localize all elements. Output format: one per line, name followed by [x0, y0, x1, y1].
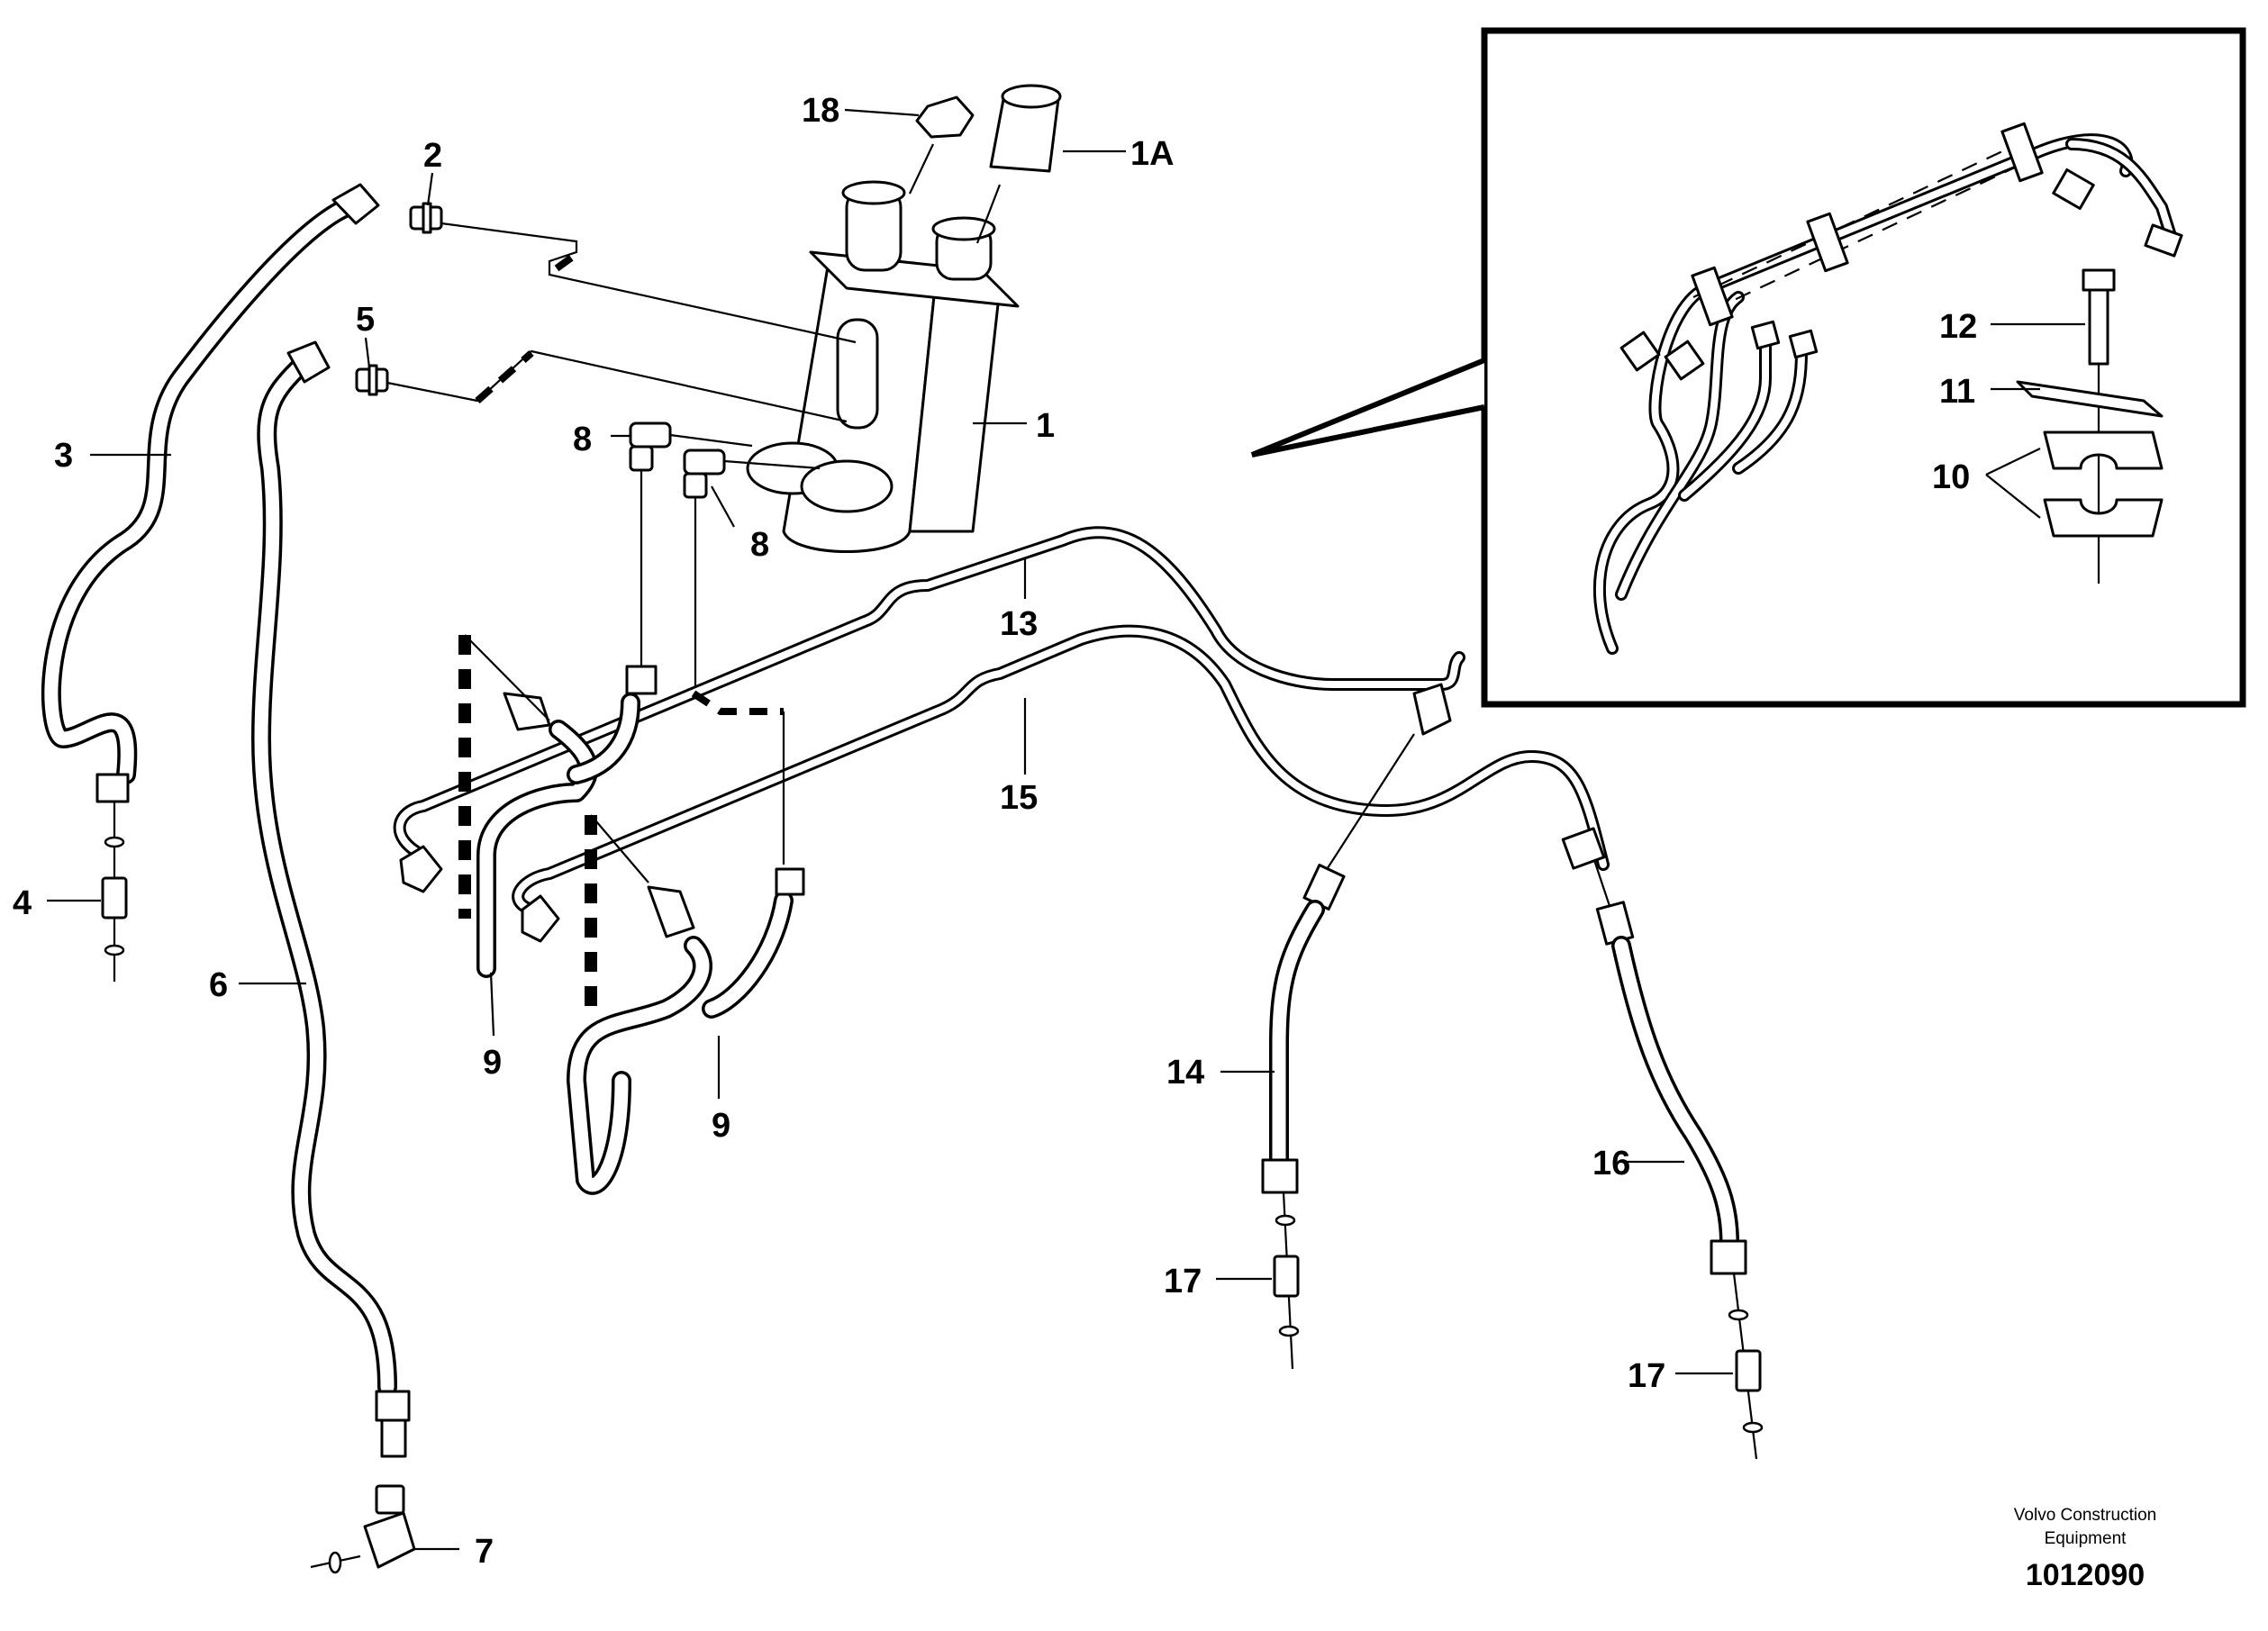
hose-9-left: [476, 665, 658, 978]
dashed-links-upper: [386, 222, 857, 423]
elbow-fitting-7: [310, 1484, 416, 1574]
credit-line-1: Volvo Construction: [2014, 1506, 2156, 1525]
tube-13: [393, 526, 1465, 862]
callout-1: 1: [1036, 407, 1055, 445]
callout-5: 5: [356, 301, 375, 339]
callout-14: 14: [1166, 1054, 1204, 1092]
inset-pipes: [1592, 122, 2183, 655]
hose-3: [41, 183, 380, 803]
callout-8-lower: 8: [750, 526, 769, 564]
callout-16: 16: [1592, 1145, 1630, 1182]
callout-10: 10: [1932, 458, 1970, 496]
callout-4: 4: [13, 884, 32, 922]
callout-15: 15: [1000, 779, 1038, 817]
inset-clamp-assembly: [2016, 268, 2164, 584]
nut-18: [909, 95, 975, 199]
valve-block-1: [746, 180, 1020, 553]
bracket-hatches: [458, 634, 785, 1009]
callout-9-left: 9: [483, 1044, 502, 1082]
callout-1a: 1A: [1130, 135, 1175, 173]
detail-inset: [1250, 27, 2246, 708]
hose-6: [251, 340, 411, 1458]
callout-12: 12: [1939, 308, 1977, 346]
fitting-5: [355, 364, 389, 396]
callout-17-left: 17: [1164, 1263, 1202, 1300]
fitting-4: [101, 802, 128, 982]
callout-11: 11: [1939, 373, 1975, 411]
callout-9-right: 9: [712, 1107, 730, 1145]
credit-line-2: Equipment: [2045, 1529, 2127, 1548]
hose-16: [1592, 859, 1764, 1460]
callout-labels: 18 1A 2 5 1 3 8 8 13 15 4 6 9 9 14 16 17…: [13, 92, 1977, 1571]
callout-8-upper: 8: [573, 421, 592, 458]
callout-18: 18: [802, 92, 839, 130]
inset-pointer: [1250, 358, 1486, 458]
fitting-2: [409, 202, 443, 234]
callout-3: 3: [54, 437, 73, 475]
callout-17-right: 17: [1628, 1357, 1665, 1395]
tube-15: [512, 624, 1610, 916]
hose-14: [1261, 733, 1415, 1370]
cap-1a: [975, 84, 1062, 244]
credit-block: Volvo Construction Equipment 1012090: [2014, 1506, 2156, 1592]
leader-lines: [47, 108, 2085, 1551]
hose-9-right: [567, 867, 805, 1195]
callout-7: 7: [475, 1533, 494, 1571]
tube-nuts: [399, 683, 1606, 943]
callout-6: 6: [209, 966, 228, 1004]
callout-13: 13: [1000, 605, 1038, 643]
document-number: 1012090: [2026, 1558, 2145, 1592]
callout-2: 2: [423, 137, 442, 175]
